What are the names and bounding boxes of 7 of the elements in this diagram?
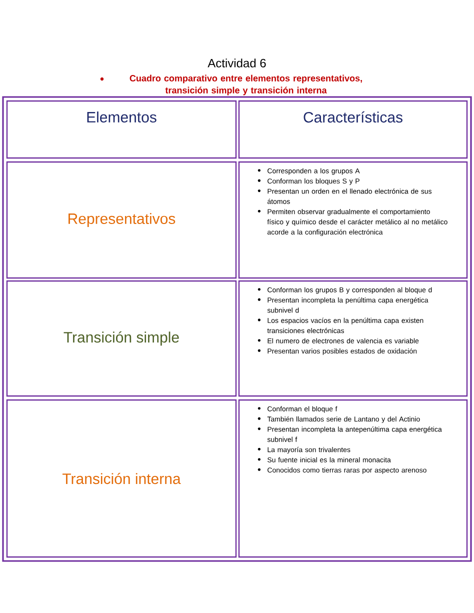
table-cell: Transición simple (6, 280, 237, 397)
title: Actividad 6 (208, 58, 266, 68)
table-cell: Transición interna (6, 399, 237, 558)
subtitle: Cuadro comparativo entre elementos representativos, transición simple y transición interna (130, 74, 362, 96)
header-cell: Características (238, 100, 468, 159)
header-cell: Elementos (6, 100, 237, 159)
table-cell: Representativos (6, 161, 237, 279)
